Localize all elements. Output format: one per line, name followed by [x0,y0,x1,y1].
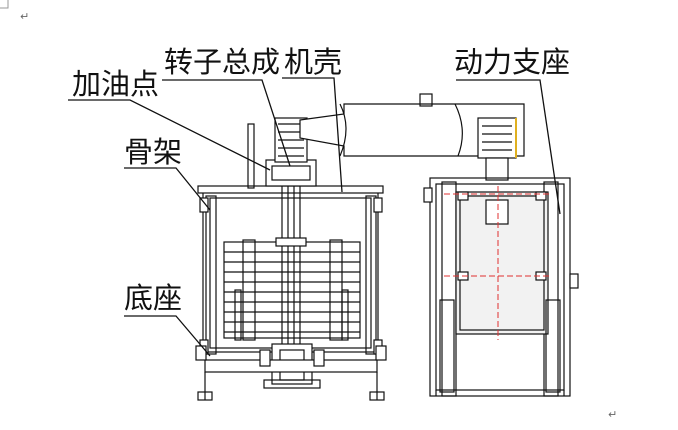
label-power-mount: 动力支座 [454,45,570,79]
label-rotor-assembly: 转子总成 [164,45,280,79]
label-housing: 机壳 [284,45,342,79]
power-mount [423,177,579,397]
motor-pulley [477,117,517,181]
paragraph-mark: ↵ [608,408,617,421]
screen-basket [223,239,361,341]
paragraph-mark: ↵ [20,10,29,23]
belt-guard [299,93,525,157]
leader-lines [68,77,561,357]
left-machine [195,117,387,401]
label-oil-point: 加油点 [72,67,159,101]
label-base: 底座 [124,281,182,315]
label-frame: 骨架 [124,135,182,169]
page-corner-mark [0,0,9,9]
centerlines [444,186,552,340]
